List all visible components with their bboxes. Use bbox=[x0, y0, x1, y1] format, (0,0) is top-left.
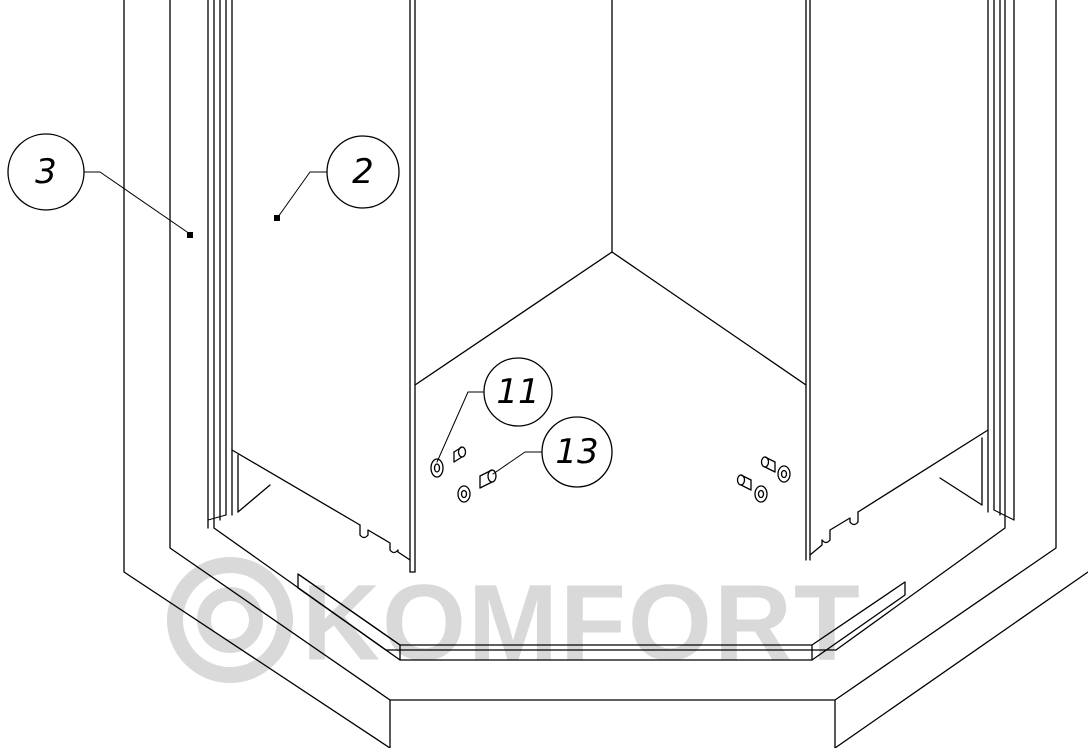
washer-icon bbox=[754, 485, 768, 503]
leader-lines bbox=[83, 171, 543, 475]
komfort-watermark: KOMFORT bbox=[167, 557, 862, 683]
back-walls bbox=[414, 0, 807, 386]
watermark-text: KOMFORT bbox=[302, 562, 862, 683]
washer-icon bbox=[777, 465, 791, 483]
washer-icon bbox=[457, 485, 471, 503]
callout-label: 3 bbox=[35, 152, 57, 192]
hardware-right bbox=[736, 456, 791, 503]
hardware-left bbox=[430, 446, 497, 503]
shower-tray bbox=[123, 0, 1088, 748]
copyright-logo-icon bbox=[167, 557, 293, 683]
washer-icon bbox=[430, 458, 444, 478]
callout-label: 13 bbox=[555, 432, 598, 472]
threshold-bar bbox=[297, 573, 906, 661]
callout-11: 11 bbox=[483, 357, 553, 427]
callout-label: 11 bbox=[496, 372, 539, 412]
right-door-panel bbox=[805, 0, 989, 561]
left-wall-profile bbox=[207, 0, 227, 529]
screw-part-2 bbox=[274, 215, 280, 221]
callout-3: 3 bbox=[7, 133, 85, 211]
bolt-icon bbox=[453, 446, 467, 463]
screw-part-3 bbox=[187, 232, 193, 238]
callout-label: 2 bbox=[352, 152, 374, 192]
bolt-icon bbox=[760, 456, 776, 473]
callout-2: 2 bbox=[326, 135, 400, 209]
right-wall-profile bbox=[993, 0, 1015, 521]
nut-icon bbox=[479, 469, 497, 489]
bolt-icon bbox=[736, 474, 752, 491]
callout-13: 13 bbox=[541, 416, 613, 488]
left-door-panel bbox=[231, 0, 416, 573]
